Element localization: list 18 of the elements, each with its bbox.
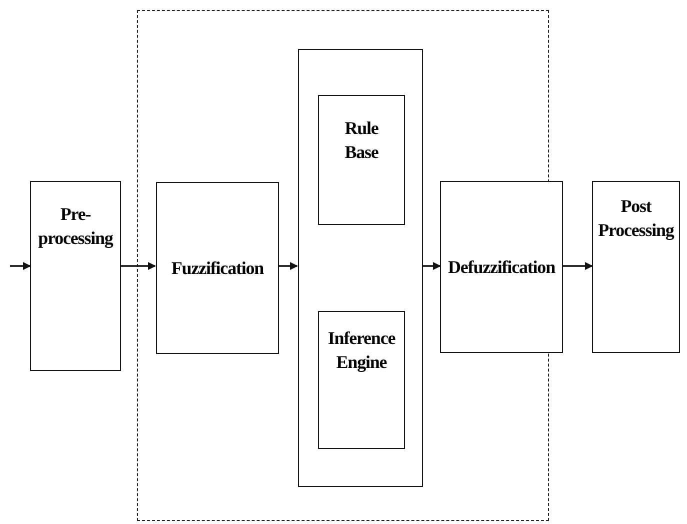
- arrow: [278, 262, 298, 270]
- arrow: [10, 262, 31, 270]
- arrow: [422, 262, 441, 270]
- box-label: Rule Base: [344, 117, 380, 164]
- process-box: [156, 182, 279, 354]
- box-label: Pre- processing: [37, 203, 114, 250]
- arrow: [563, 262, 593, 270]
- process-box: [30, 181, 121, 371]
- box-label: Defuzzification: [448, 256, 555, 279]
- process-box: [592, 181, 680, 353]
- process-box: [318, 311, 405, 449]
- box-label: Fuzzification: [171, 256, 264, 280]
- process-box: [318, 95, 405, 225]
- arrow: [121, 262, 156, 270]
- box-label: Post Processing: [597, 195, 676, 242]
- box-label: Inference Engine: [326, 327, 396, 374]
- container-box: [298, 49, 423, 487]
- process-box: [440, 181, 563, 353]
